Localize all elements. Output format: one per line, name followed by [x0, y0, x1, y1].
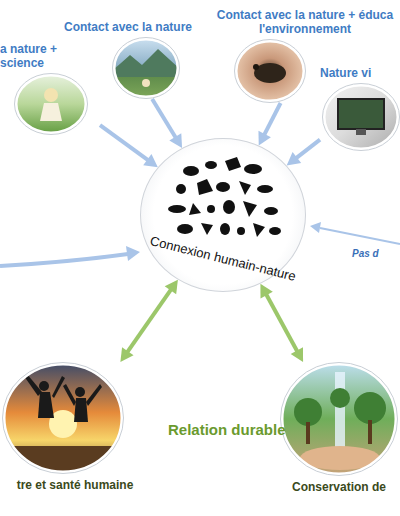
relation-arrow	[120, 280, 178, 362]
photo-ellipse	[234, 39, 306, 103]
source-label: Contact avec la nature + éduca l'environ…	[210, 8, 400, 36]
photo-ellipse	[2, 362, 124, 474]
photo-illustration	[322, 83, 400, 151]
center-label: Connexion humain-nature	[142, 231, 305, 285]
connector-line	[265, 293, 298, 354]
connector-line	[152, 99, 177, 139]
arrow-head	[165, 280, 178, 295]
photo-node: a nature + science	[0, 42, 100, 135]
connector-line	[100, 125, 150, 161]
source-label: Contact avec la nature	[62, 20, 194, 34]
relation-arrow	[260, 284, 303, 362]
source-label: a nature + science	[0, 42, 100, 70]
photo-node: tre et santé humaine	[0, 362, 150, 492]
connector-line	[263, 103, 280, 137]
photo-ellipse	[322, 83, 400, 151]
connector-line	[295, 140, 320, 160]
incoming-arrow	[320, 228, 400, 244]
outcome-label: Conservation de	[278, 480, 400, 494]
arrow-head	[310, 222, 321, 233]
connector-line	[126, 288, 172, 354]
photo-node: Conservation de	[278, 362, 400, 494]
outcome-label: tre et santé humaine	[0, 478, 150, 492]
arrow-head	[126, 246, 140, 261]
photo-illustration	[14, 73, 88, 135]
arrow-head	[287, 152, 302, 166]
photo-illustration	[280, 362, 398, 476]
photo-ellipse	[14, 73, 88, 135]
center-circle: Connexion humain-nature	[140, 138, 306, 292]
arrow-head	[120, 347, 133, 362]
photo-ellipse	[112, 37, 180, 99]
arrow-head	[169, 133, 182, 148]
relation-label: Relation durable	[168, 421, 286, 438]
arrow-head	[258, 131, 270, 146]
photo-illustration	[112, 37, 180, 99]
influence-arrow	[258, 103, 280, 146]
arrow-head	[143, 154, 158, 167]
influence-arrow	[152, 99, 182, 148]
photo-node: Nature vi	[320, 66, 400, 151]
arrow-head	[260, 284, 272, 299]
source-label: Nature vi	[320, 66, 400, 80]
photo-ellipse	[280, 362, 398, 476]
photo-illustration	[234, 39, 306, 103]
arrow-head	[291, 347, 303, 362]
influence-arrow	[100, 125, 158, 167]
photo-node: Contact avec la nature	[62, 20, 194, 99]
incoming-arrow	[0, 254, 128, 266]
photo-illustration	[2, 362, 124, 474]
arrow-note: Pas d	[352, 248, 379, 259]
influence-arrow	[287, 140, 320, 166]
